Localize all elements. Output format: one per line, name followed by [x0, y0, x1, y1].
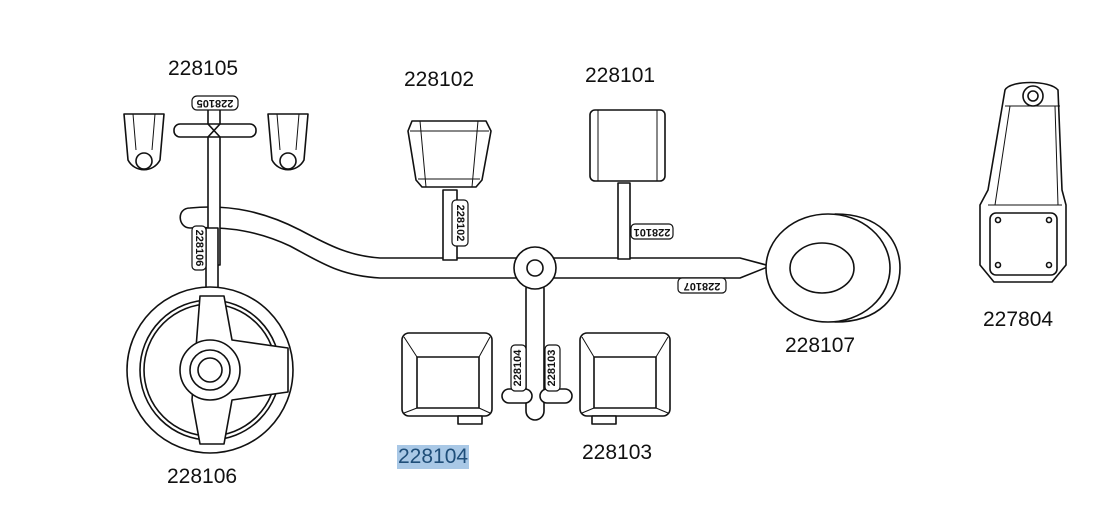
part-227804-drawing [979, 81, 1067, 283]
sprue-tag-228105: 228105 [197, 97, 234, 109]
part-228105-drawing: 228105 [123, 95, 309, 266]
main-runner [179, 206, 771, 279]
sprue-tag-228104: 228104 [512, 349, 524, 387]
sprue-tag-228101: 228101 [634, 226, 671, 238]
sprue-tag-228106: 228106 [193, 230, 205, 267]
sprue-tag-228107: 228107 [684, 280, 721, 292]
part-228107-drawing: 228107 [677, 213, 901, 323]
part-label-227804[interactable]: 227804 [983, 308, 1054, 331]
sprue-hub [501, 246, 573, 421]
part-228106-drawing: 228106 [126, 225, 294, 454]
part-label-228104-selected[interactable]: 228104 [397, 445, 470, 469]
part-label-228107[interactable]: 228107 [785, 334, 856, 357]
part-label-228101[interactable]: 228101 [585, 64, 656, 87]
part-228104-drawing: 228104 [401, 332, 527, 425]
part-label-228105[interactable]: 228105 [168, 57, 239, 80]
part-228101-drawing: 228101 [589, 109, 674, 260]
part-label-228106[interactable]: 228106 [167, 465, 238, 488]
part-228103-drawing: 228103 [544, 332, 671, 425]
sprue-tag-228103: 228103 [546, 350, 558, 387]
part-label-228102[interactable]: 228102 [404, 68, 475, 91]
sprue-tag-228102: 228102 [454, 205, 466, 242]
part-228102-drawing: 228102 [407, 120, 492, 261]
part-label-228103[interactable]: 228103 [582, 441, 653, 464]
